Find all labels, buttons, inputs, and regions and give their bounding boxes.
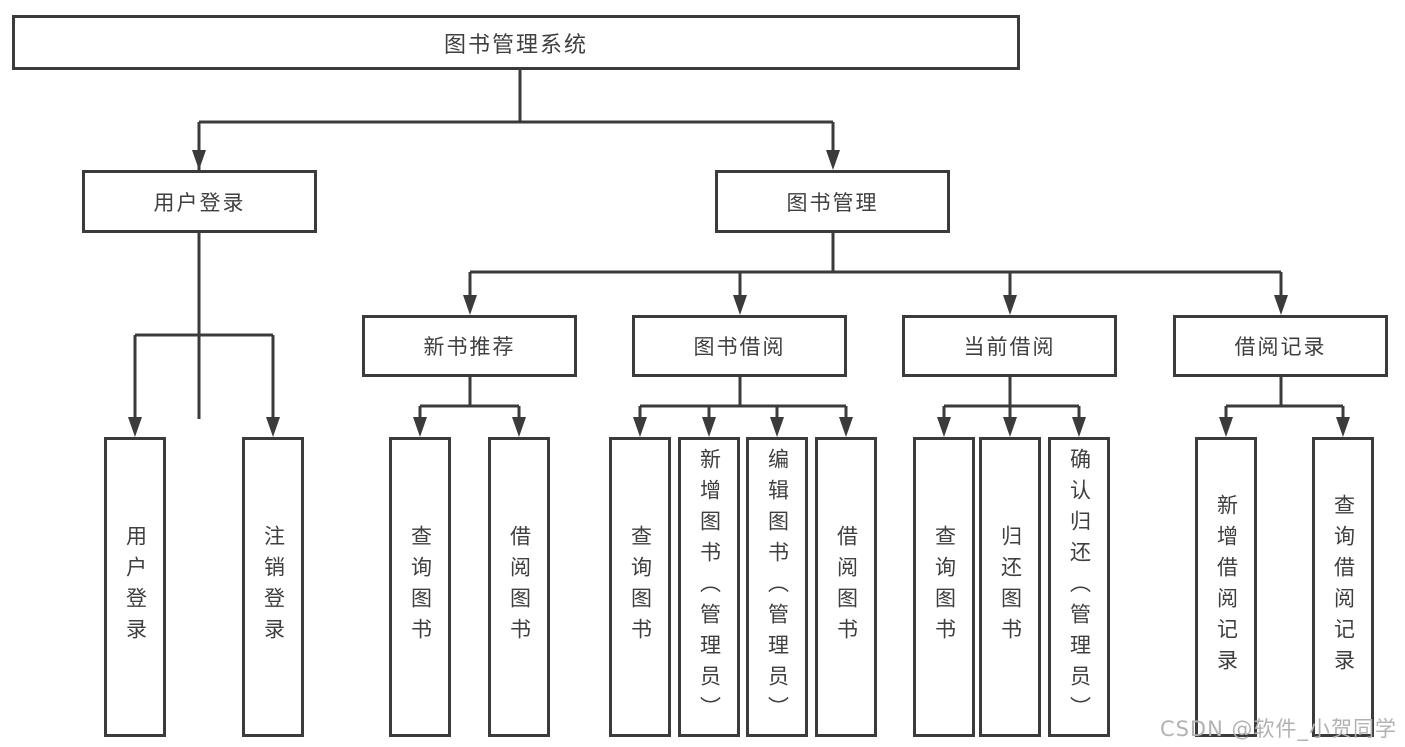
node-leaf-query-book-current-label: 查询图书 <box>932 525 957 649</box>
node-leaf-edit-book-label: 编辑图书（管理员） <box>765 447 790 727</box>
node-new-book-rec: 新书推荐 <box>362 315 577 377</box>
node-leaf-add-book: 新增图书（管理员） <box>678 437 740 737</box>
node-leaf-query-book-current: 查询图书 <box>913 437 975 737</box>
node-leaf-add-borrow-record-label: 新增借阅记录 <box>1214 494 1239 680</box>
node-leaf-logout: 注销登录 <box>242 437 304 737</box>
node-leaf-add-borrow-record: 新增借阅记录 <box>1195 437 1257 737</box>
node-borrow-records: 借阅记录 <box>1173 315 1388 377</box>
connector-user-login-to-leaves <box>128 233 280 437</box>
node-leaf-borrow-book-borrow: 借阅图书 <box>815 437 877 737</box>
node-leaf-logout-label: 注销登录 <box>261 525 286 649</box>
node-leaf-confirm-return: 确认归还（管理员） <box>1048 437 1110 737</box>
node-book-borrow-label: 图书借阅 <box>693 335 786 359</box>
node-book-mgmt-label: 图书管理 <box>786 190 879 215</box>
node-leaf-return-book-label: 归还图书 <box>998 525 1023 649</box>
node-book-borrow: 图书借阅 <box>632 315 847 377</box>
node-book-mgmt: 图书管理 <box>715 170 950 233</box>
node-leaf-return-book: 归还图书 <box>979 437 1041 737</box>
node-user-login-label: 用户登录 <box>153 190 246 215</box>
node-leaf-add-book-label: 新增图书（管理员） <box>697 447 722 727</box>
node-new-book-rec-label: 新书推荐 <box>423 335 516 359</box>
node-leaf-user-login: 用户登录 <box>104 437 166 737</box>
connector-current-borrow-to-leaves <box>937 377 1086 437</box>
node-leaf-query-book-borrow-label: 查询图书 <box>628 525 653 649</box>
node-leaf-query-book-borrow: 查询图书 <box>609 437 671 737</box>
node-borrow-records-label: 借阅记录 <box>1234 335 1327 359</box>
connector-book-mgmt-to-level2 <box>463 233 1288 315</box>
node-user-login: 用户登录 <box>82 170 317 233</box>
node-leaf-query-book-rec-label: 查询图书 <box>408 525 433 649</box>
node-leaf-user-login-label: 用户登录 <box>123 525 148 649</box>
connector-borrow-records-to-leaves <box>1219 377 1350 437</box>
node-leaf-query-borrow-record: 查询借阅记录 <box>1312 437 1374 737</box>
node-root-label: 图书管理系统 <box>443 32 588 58</box>
node-leaf-borrow-book-borrow-label: 借阅图书 <box>834 525 859 649</box>
node-leaf-borrow-book-rec-label: 借阅图书 <box>507 525 532 649</box>
connector-book-borrow-to-leaves <box>633 377 853 437</box>
node-leaf-query-book-rec: 查询图书 <box>389 437 451 737</box>
node-root: 图书管理系统 <box>12 15 1020 70</box>
connector-root-to-level1 <box>192 70 840 419</box>
node-leaf-borrow-book-rec: 借阅图书 <box>488 437 550 737</box>
node-leaf-confirm-return-label: 确认归还（管理员） <box>1067 447 1092 727</box>
csdn-watermark: CSDN @软件_小贺同学 <box>1159 717 1397 741</box>
node-current-borrow: 当前借阅 <box>902 315 1117 377</box>
node-leaf-edit-book: 编辑图书（管理员） <box>746 437 808 737</box>
connector-new-book-rec-to-leaves <box>413 377 526 437</box>
node-leaf-query-borrow-record-label: 查询借阅记录 <box>1331 494 1356 680</box>
node-current-borrow-label: 当前借阅 <box>963 335 1056 359</box>
